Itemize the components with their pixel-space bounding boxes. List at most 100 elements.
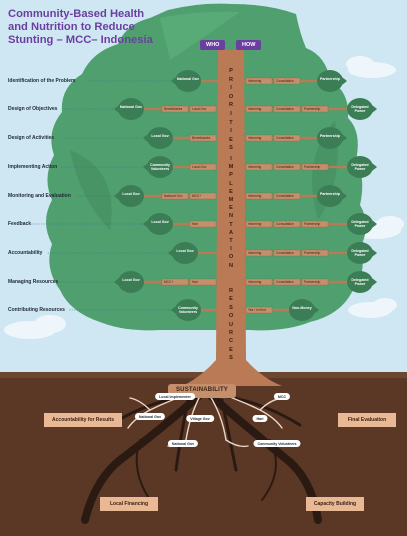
- sign-capacity-building: Capacity Building: [306, 497, 364, 511]
- right-plank: [245, 220, 273, 228]
- how-tag: HOW: [236, 40, 262, 50]
- right-leaf-tip: [347, 101, 377, 117]
- who-tag: WHO: [200, 40, 226, 50]
- right-plank-label: Informing: [248, 136, 262, 140]
- right-plank-label: Consultation: [276, 251, 294, 255]
- how-leaf-label: Delegated Power: [351, 105, 369, 113]
- left-plank-label: National Gov: [164, 194, 183, 198]
- left-plank: [189, 220, 217, 228]
- how-leaf-label: Partnership: [320, 77, 340, 81]
- left-leaf-tip: [143, 159, 173, 175]
- sign-local-financing: Local Financing: [100, 497, 158, 511]
- left-plank-label: MCC+: [192, 194, 202, 198]
- right-plank: [273, 220, 301, 228]
- right-plank: [245, 306, 273, 314]
- trunk-letter-resources: R: [228, 288, 234, 294]
- who-leaf-label: Local Gov: [176, 249, 194, 253]
- who-leaf-label: Local Gov: [151, 220, 169, 224]
- left-plank: [161, 192, 189, 200]
- row-label: Contributing Resources: [8, 307, 65, 313]
- who-leaf-label: National Gov: [176, 77, 200, 81]
- left-leaf-tip: [114, 188, 144, 204]
- row-label: Managing Resources: [8, 279, 59, 285]
- left-leaf-tip: [114, 101, 144, 117]
- trunk-letter-implementation: N: [228, 262, 234, 269]
- trunk-letter-implementation: N: [228, 213, 234, 220]
- trunk-letter-resources: C: [228, 338, 234, 345]
- left-plank-label: Hari: [192, 280, 198, 284]
- right-plank: [301, 163, 329, 171]
- trunk-letter-priorities: P: [229, 68, 233, 74]
- right-plank-label: Consultation: [276, 136, 294, 140]
- who-leaf-label: Community Volunteers: [150, 163, 170, 171]
- trunk-letter-priorities: I: [230, 128, 232, 135]
- left-plank-label: MCC+: [164, 280, 174, 284]
- trunk-letter-implementation: L: [229, 180, 233, 187]
- who-leaf-label: Local Gov: [151, 134, 169, 138]
- left-leaf-tip: [171, 302, 201, 318]
- left-plank: [189, 278, 217, 286]
- left-leaf-tip: [114, 274, 144, 290]
- left-leaf-tip: [143, 130, 173, 146]
- left-leaf-tip: [171, 73, 201, 89]
- trunk-letter-implementation: E: [229, 205, 233, 212]
- trunk-letter-implementation: P: [229, 172, 233, 179]
- title-line-1: Community-Based Health: [8, 8, 145, 20]
- title-line-3: Stunting – MCC– Indonesia: [8, 34, 153, 46]
- right-leaf-tip: [347, 216, 377, 232]
- right-leaf-tip: [289, 302, 319, 318]
- right-leaf-tip: [317, 130, 347, 146]
- how-leaf-label: Delegated Power: [351, 163, 369, 171]
- page-title: Community-Based Health and Nutrition to …: [8, 8, 178, 47]
- trunk-letter-priorities: T: [229, 119, 233, 126]
- right-plank-label: Consultation: [276, 194, 294, 198]
- right-plank-label: Informing: [248, 222, 262, 226]
- right-plank: [245, 278, 273, 286]
- left-branch: [195, 251, 218, 255]
- left-branch: [198, 79, 218, 83]
- trunk-letter-implementation: M: [228, 197, 234, 203]
- trunk-letter-implementation: M: [228, 164, 234, 171]
- how-leaf-label: Partnership: [320, 192, 340, 196]
- right-plank-label: Informing: [248, 107, 262, 111]
- trunk-letter-resources: U: [228, 321, 234, 328]
- right-plank: [273, 249, 301, 257]
- right-plank-label: Partnership: [304, 251, 321, 255]
- right-plank: [301, 105, 329, 113]
- root-bubble-village-gov: Village Gov: [186, 415, 214, 422]
- right-plank: [245, 163, 273, 171]
- right-leaf-tip: [347, 159, 377, 175]
- trunk: [182, 50, 282, 386]
- row-label: Monitoring and Evaluation: [8, 193, 71, 199]
- how-leaf-label: Delegated Power: [351, 278, 369, 286]
- trunk-letter-implementation: T: [229, 238, 233, 244]
- right-plank-label: Consultation: [276, 79, 294, 83]
- right-plank-label: Informing: [248, 79, 262, 83]
- right-plank-label: Informing: [248, 251, 262, 255]
- sign-final-evaluation: Final Evaluation: [338, 413, 396, 427]
- left-plank-label: Local Gov: [192, 165, 207, 169]
- root-bubble-national-gov-2: National Gov: [167, 440, 199, 447]
- left-plank: [161, 278, 189, 286]
- row-label: Design of Objectives: [8, 106, 58, 112]
- sign-accountability-for-results: Accountability for Results: [44, 413, 122, 427]
- who-leaf-label: National Gov: [119, 105, 143, 109]
- right-plank: [273, 278, 301, 286]
- right-plank-label: Informing: [248, 194, 262, 198]
- left-plank: [161, 105, 189, 113]
- trunk-letter-implementation: E: [229, 188, 233, 195]
- right-plank: [273, 163, 301, 171]
- left-plank-label: Local Gov: [192, 107, 207, 111]
- right-leaf-tip: [347, 274, 377, 290]
- left-leaf-tip: [143, 216, 173, 232]
- trunk-letter-resources: R: [228, 330, 234, 336]
- right-plank-label: Consultation: [276, 280, 294, 284]
- right-plank: [301, 278, 329, 286]
- row-label: Identification of the Problem: [8, 78, 76, 84]
- row-label: Accountability: [8, 250, 43, 256]
- how-leaf-label: Partnership: [320, 134, 340, 138]
- right-plank-label: Partnership: [304, 107, 321, 111]
- trunk-letter-resources: E: [229, 346, 233, 353]
